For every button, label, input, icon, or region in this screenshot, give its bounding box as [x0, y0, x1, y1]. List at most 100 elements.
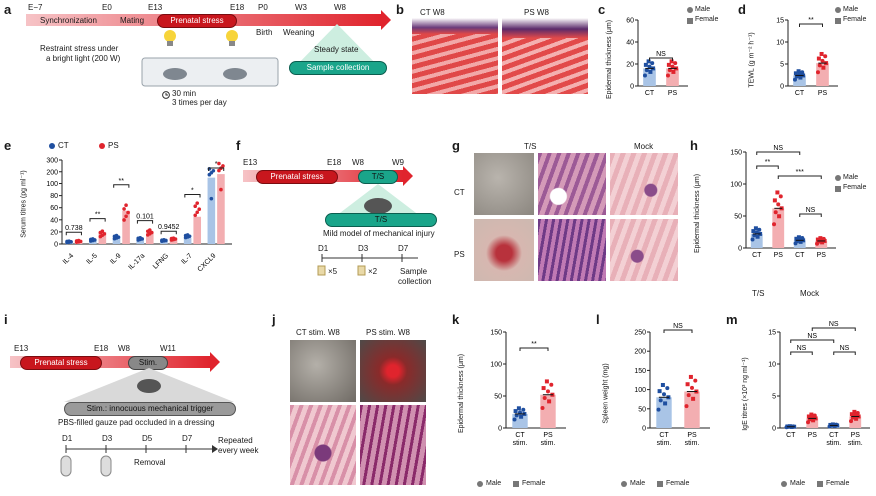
chart-l-pt-1-7 — [691, 396, 696, 401]
chart-k-xlabel-0-1: stim. — [513, 440, 528, 447]
i-removal: Removal — [134, 458, 166, 467]
chart-c-pt-0-3 — [643, 62, 648, 67]
h-sigline-0 — [756, 165, 779, 169]
chart-h-bar-3 — [815, 240, 828, 248]
g-row-ct: CT — [454, 188, 465, 197]
chart-m-pt-3-1 — [852, 409, 857, 414]
chart-l-pt-1-2 — [693, 378, 698, 383]
chart-l-ytick-label-1: 50 — [638, 406, 646, 413]
chart-h-bar-1 — [772, 208, 785, 248]
chart-m-pt-1-3 — [806, 414, 811, 419]
chart-l-pt-0-6 — [658, 398, 663, 403]
histology-ct-w8 — [412, 18, 498, 94]
d-sigline-0 — [799, 23, 823, 27]
chart-m-xlabel-3-0: PS — [851, 432, 861, 439]
panel-k-label: k — [452, 312, 460, 327]
chart-m-pt-1-7 — [811, 418, 816, 423]
chart-l-pt-0-4 — [662, 392, 666, 397]
chart-d-pt-0-0 — [792, 77, 797, 82]
e-pt-0-0-4 — [67, 239, 71, 243]
l-legend-male: Male — [630, 480, 646, 487]
e-xlabel-4: LFNG — [152, 252, 170, 270]
chart-c-pt-1-3 — [666, 62, 671, 67]
chart-k-ytick-label-1: 50 — [494, 394, 502, 401]
chart-h-pt-0-2 — [757, 227, 762, 232]
chart-d-pt-1-1 — [819, 51, 824, 56]
e-pt-3-1-4 — [147, 228, 152, 232]
k-legend-female: Female — [522, 480, 546, 487]
chart-l-xlabel-1-0: PS — [687, 432, 697, 439]
steady-state: Steady state — [314, 45, 359, 54]
e-bar-3-0 — [136, 239, 144, 244]
g-col-mock: Mock — [634, 142, 654, 151]
chart-l-ytick-label-4: 200 — [634, 349, 646, 356]
chart-d-pt-1-7 — [821, 65, 826, 70]
f-tl-w9: W9 — [392, 158, 404, 167]
f-sample-2: collection — [398, 277, 432, 286]
e-ytick-label-7: 300 — [46, 158, 58, 165]
e-pt-5-1-2 — [197, 207, 202, 212]
e-bar-2-1 — [122, 210, 130, 244]
d-legend-male: Male — [843, 6, 859, 13]
e-pt-2-1-0 — [122, 218, 126, 222]
e-ylabel: Serum titres (pg ml⁻¹) — [20, 170, 28, 238]
e-bar-5-0 — [183, 237, 192, 244]
chart-h-pt-2-1 — [796, 235, 801, 240]
panel-b-label: b — [396, 2, 404, 17]
f-injury-cone — [328, 184, 428, 222]
g-histo-ps-mock — [610, 219, 678, 281]
e-xlabel-1: IL-5 — [86, 252, 100, 266]
e-sigline-3 — [136, 220, 154, 224]
chart-h-xlabel-1-0: PS — [774, 252, 784, 259]
g-row-ps: PS — [454, 250, 465, 259]
chart-l-pt-1-6 — [686, 393, 691, 398]
chart-d-pt-1-0 — [815, 70, 820, 75]
m-sigline-1 — [833, 351, 856, 355]
chart-h-pt-0-0 — [750, 237, 755, 242]
c-sig-0: NS — [656, 51, 666, 58]
f-model-text: Mild model of mechanical injury — [323, 229, 435, 238]
e-pt-5-1-4 — [195, 201, 200, 205]
chart-d-ytick-label-3: 15 — [776, 18, 784, 25]
j-histo-ps — [360, 405, 426, 485]
m-legend-female: Female — [826, 480, 850, 487]
d-ylabel: TEWL (g m⁻² h⁻¹) — [748, 32, 756, 88]
panel-f-label: f — [236, 138, 241, 153]
h-sig-3: NS — [806, 207, 816, 214]
chart-l-pt-1-1 — [688, 374, 693, 379]
f-day-d7: D7 — [398, 244, 409, 253]
chart-e: 020406080100200300IL-40.738IL-5**IL-9**I… — [46, 158, 232, 273]
e-ytick-label-2: 40 — [50, 217, 58, 224]
k-ylabel: Epidermal thickness (μm) — [458, 353, 466, 434]
chart-l-ytick-label-0: 0 — [642, 426, 646, 433]
g-histo-ct-mock — [610, 153, 678, 215]
chart-k-pt-0-2 — [521, 407, 526, 412]
e-pt-2-0-4 — [114, 233, 119, 238]
chart-m-pt-3-2 — [855, 411, 860, 416]
e-legend-ct: CT — [58, 141, 69, 150]
chart-d-pt-0-7 — [798, 75, 803, 80]
chart-m-pt-3-3 — [849, 412, 854, 417]
m-sigline-3 — [811, 327, 856, 331]
i-tl-e13: E13 — [14, 344, 29, 353]
e-bar-3-1 — [146, 233, 154, 244]
chart-m-ytick-label-1: 5 — [772, 394, 776, 401]
m-sig-1: NS — [840, 345, 850, 352]
i-day-line — [65, 445, 218, 453]
e-pt-2-1-1 — [124, 214, 128, 219]
h-sigline-2 — [756, 151, 801, 155]
e-sigline-4 — [160, 230, 177, 235]
chart-c-pt-1-2 — [673, 61, 678, 66]
k-legend-male: Male — [486, 480, 502, 487]
chart-l-pt-0-7 — [663, 401, 668, 406]
chart-m-xlabel-2-1: stim. — [826, 440, 841, 447]
chart-k-bar-0 — [512, 413, 528, 428]
chart-c-pt-1-4 — [670, 64, 675, 69]
chart-k-ytick-label-0: 0 — [498, 426, 502, 433]
e-legend-marks — [49, 143, 105, 149]
chart-l-pt-1-4 — [690, 385, 694, 390]
f-stress-pill: Prenatal stress — [256, 170, 338, 184]
chart-c-pt-0-2 — [650, 61, 655, 66]
